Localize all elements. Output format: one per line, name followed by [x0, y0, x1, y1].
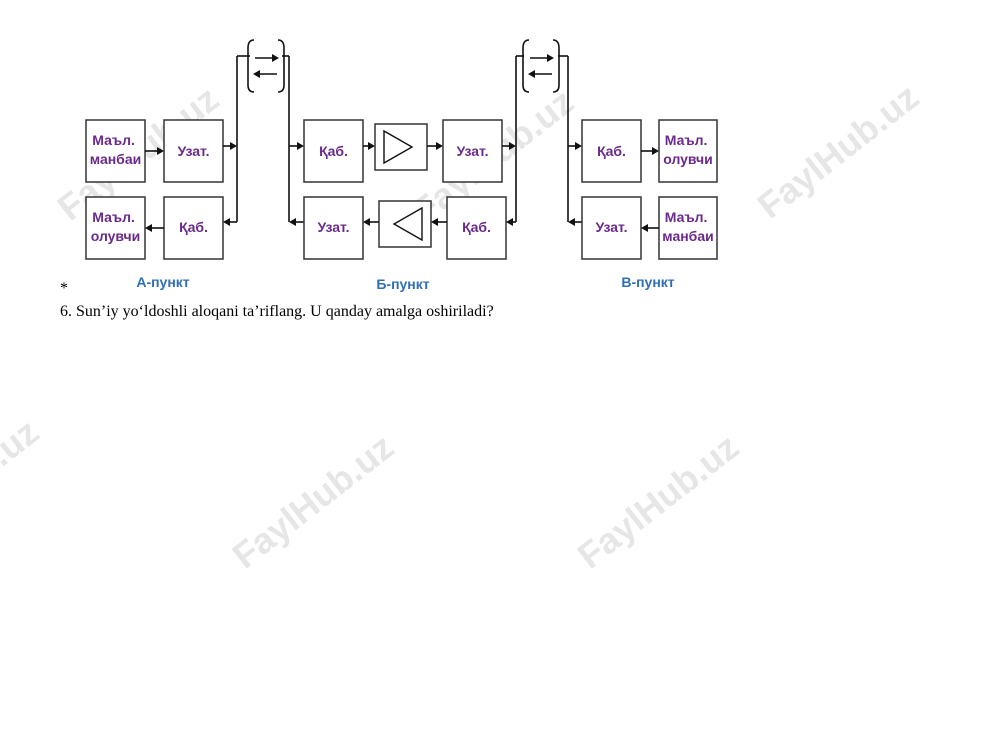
block-a-receiver-label: Қаб. [179, 219, 208, 235]
arrow-right-icon [157, 147, 164, 155]
arrow-right-icon [436, 142, 443, 150]
duplex-channel-icon [247, 39, 285, 93]
block-b-transmitter-top [442, 119, 503, 183]
amplifier-forward [374, 123, 428, 171]
amplifier-right-icon [383, 129, 414, 165]
block-b-receiver-bottom-label: Қаб. [462, 219, 491, 235]
duplex-channel-icon [522, 39, 560, 93]
block-b-receiver-bottom [446, 196, 507, 260]
watermark: FaylHub.uz [225, 426, 402, 577]
question-text: 6. Sun’iy yo‘ldoshli aloqani ta’riflang.… [60, 303, 494, 320]
block-a-source-label: Маъл. манбаи [90, 132, 141, 167]
arrow-left-icon [506, 218, 513, 226]
amplifier-left-icon [392, 206, 423, 242]
watermark: FaylHub.uz [570, 426, 747, 577]
block-b-transmitter-top-label: Узат. [456, 143, 488, 159]
point-label-b: Б-пункт [376, 276, 429, 292]
arrow-right-icon [297, 142, 304, 150]
block-v-source-label: Маъл. манбаи [662, 209, 713, 244]
block-v-transmitter [581, 196, 642, 260]
arrow-left-icon [289, 218, 296, 226]
point-label-v: В-пункт [621, 274, 674, 290]
arrow-right-icon [652, 147, 659, 155]
watermark: FaylHub.uz [0, 411, 46, 562]
block-v-receiver-user-label: Маъл. олувчи [663, 132, 713, 167]
amplifier-reverse [378, 200, 432, 248]
arrow-left-icon [363, 218, 370, 226]
block-v-receiver-label: Қаб. [597, 143, 626, 159]
block-v-transmitter-label: Узат. [595, 219, 627, 235]
arrow-left-icon [145, 224, 152, 232]
arrow-left-icon [431, 218, 438, 226]
block-b-transmitter-bottom-label: Узат. [317, 219, 349, 235]
asterisk-marker: * [60, 280, 68, 297]
block-a-transmitter-label: Узат. [177, 143, 209, 159]
arrow-right-icon [368, 142, 375, 150]
arrow-left-icon [568, 218, 575, 226]
block-v-receiver-user [658, 119, 718, 183]
block-b-transmitter-bottom [303, 196, 364, 260]
arrow-left-icon [641, 224, 648, 232]
block-v-receiver [581, 119, 642, 183]
arrow-left-icon [223, 218, 230, 226]
arrow-right-icon [575, 142, 582, 150]
block-b-receiver-top [303, 119, 364, 183]
watermark: FaylHub.uz [750, 76, 927, 227]
block-a-receiver-user-label: Маъл. олувчи [91, 209, 141, 244]
block-b-receiver-top-label: Қаб. [319, 143, 348, 159]
arrow-right-icon [230, 142, 237, 150]
point-label-a: А-пункт [136, 274, 189, 290]
arrow-right-icon [509, 142, 516, 150]
